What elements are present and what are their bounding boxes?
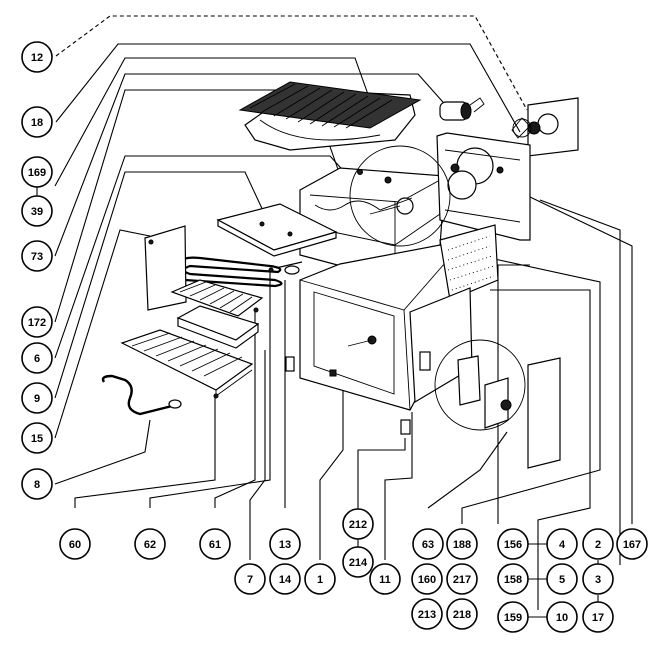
- callout-18: 18: [21, 106, 53, 138]
- svg-text:11: 11: [379, 574, 391, 586]
- callout-39: 39: [21, 195, 53, 227]
- callout-214: 214: [342, 546, 374, 578]
- callout-172: 172: [21, 306, 53, 338]
- svg-text:6: 6: [34, 353, 40, 365]
- svg-text:167: 167: [623, 539, 641, 551]
- callout-9: 9: [21, 382, 53, 414]
- callout-12: 12: [21, 41, 53, 73]
- svg-text:158: 158: [504, 574, 522, 586]
- rear-bracket: [511, 97, 579, 157]
- callout-17: 17: [582, 601, 614, 633]
- callout-218: 218: [446, 598, 478, 630]
- callout-73: 73: [21, 240, 53, 272]
- broiler-pan: [176, 305, 260, 349]
- detail-circle-upper: [349, 145, 451, 247]
- svg-text:15: 15: [31, 433, 43, 445]
- callout-8: 8: [21, 468, 53, 500]
- callout-15: 15: [21, 422, 53, 454]
- rack-supports: [213, 267, 274, 399]
- callout-159: 159: [497, 601, 529, 633]
- callout-6: 6: [21, 342, 53, 374]
- svg-text:1: 1: [317, 574, 323, 586]
- svg-text:39: 39: [31, 206, 43, 218]
- callout-167: 167: [616, 528, 648, 560]
- callout-188: 188: [446, 528, 478, 560]
- callout-7: 7: [234, 563, 266, 595]
- leader-lines: [36, 15, 633, 618]
- detail-circle-lower: [434, 339, 561, 469]
- svg-text:13: 13: [279, 539, 291, 551]
- svg-text:172: 172: [28, 317, 46, 329]
- callout-2: 2: [582, 528, 614, 560]
- svg-text:188: 188: [453, 539, 471, 551]
- callout-11: 11: [369, 563, 401, 595]
- side-panel-left: [144, 225, 187, 311]
- svg-text:160: 160: [418, 574, 436, 586]
- svg-text:17: 17: [592, 612, 604, 624]
- svg-text:218: 218: [453, 609, 471, 621]
- svg-text:18: 18: [31, 117, 43, 129]
- callout-13: 13: [269, 528, 301, 560]
- callout-62: 62: [134, 528, 166, 560]
- svg-text:5: 5: [559, 574, 565, 586]
- callout-1: 1: [304, 563, 336, 595]
- svg-text:60: 60: [69, 539, 81, 551]
- svg-text:62: 62: [144, 539, 156, 551]
- svg-text:14: 14: [279, 574, 292, 586]
- callout-158: 158: [497, 563, 529, 595]
- grill-screen: [238, 81, 422, 151]
- callout-63: 63: [412, 528, 444, 560]
- svg-text:3: 3: [595, 574, 601, 586]
- callout-213: 213: [411, 598, 443, 630]
- bake-element: [101, 374, 182, 416]
- callout-217: 217: [446, 563, 478, 595]
- svg-text:169: 169: [28, 167, 46, 179]
- burner-valve: [439, 97, 485, 121]
- callout-156: 156: [497, 528, 529, 560]
- svg-text:8: 8: [34, 479, 40, 491]
- svg-text:159: 159: [504, 612, 522, 624]
- svg-text:2: 2: [595, 539, 601, 551]
- svg-text:61: 61: [209, 539, 221, 551]
- svg-text:10: 10: [556, 612, 568, 624]
- insulation-panel: [439, 224, 499, 301]
- side-panel-right: [436, 132, 531, 241]
- svg-text:63: 63: [422, 539, 434, 551]
- svg-text:214: 214: [349, 557, 368, 569]
- svg-text:213: 213: [418, 609, 436, 621]
- svg-text:212: 212: [349, 519, 367, 531]
- svg-text:217: 217: [453, 574, 471, 586]
- callout-212: 212: [342, 508, 374, 540]
- svg-text:156: 156: [504, 539, 522, 551]
- callout-169: 169: [21, 156, 53, 188]
- svg-text:12: 12: [31, 52, 43, 64]
- callout-4: 4: [546, 528, 578, 560]
- svg-text:73: 73: [31, 251, 43, 263]
- callout-10: 10: [546, 601, 578, 633]
- svg-text:9: 9: [34, 393, 40, 405]
- broiler-plate: [216, 203, 338, 257]
- heating-element: [180, 256, 303, 288]
- callout-60: 60: [59, 528, 91, 560]
- callout-160: 160: [411, 563, 443, 595]
- broiler-pan-grid: [170, 279, 264, 317]
- callout-14: 14: [269, 563, 301, 595]
- callout-3: 3: [582, 563, 614, 595]
- callout-5: 5: [546, 563, 578, 595]
- svg-text:4: 4: [559, 539, 566, 551]
- svg-text:7: 7: [247, 574, 253, 586]
- callout-61: 61: [199, 528, 231, 560]
